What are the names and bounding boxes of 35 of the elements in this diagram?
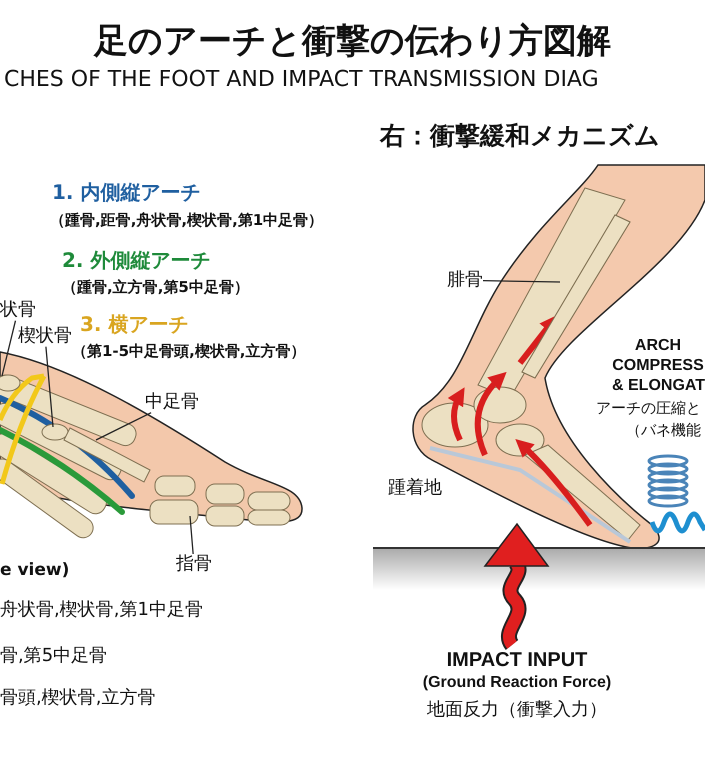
bone-label: 指骨 — [176, 554, 212, 575]
leader-line — [1, 320, 16, 376]
diagram-title: 足のアーチと衝撃の伝わり方図解 — [92, 22, 612, 62]
leader-line — [189, 516, 194, 554]
leader-line — [45, 346, 54, 428]
bone-list: （踵骨,距骨,舟状骨,楔状骨,第1中足骨） — [50, 212, 324, 230]
bone-list: 舟状骨,楔状骨,第1中足骨 — [0, 600, 203, 621]
mechanism-label: ARCH — [634, 337, 682, 356]
bone-list: （第1-5中足骨頭,楔状骨,立方骨） — [72, 343, 306, 360]
mechanism-label: COMPRESS — [612, 357, 704, 376]
bone-list: 骨,第5中足骨 — [0, 646, 108, 667]
mechanism-label: アーチの圧縮と — [596, 400, 701, 418]
bone-list: （踵骨,立方骨,第5中足骨） — [62, 279, 249, 296]
mechanism-label: （バネ機能 — [626, 422, 701, 440]
bone-drawing — [0, 374, 20, 392]
impact-label: IMPACT INPUT — [446, 649, 588, 672]
bone-drawing — [150, 500, 198, 524]
bone-label: 中足骨 — [145, 392, 199, 413]
arch-heading: 2. 外側縦アーチ — [62, 249, 210, 272]
bone-drawing — [42, 424, 68, 440]
phase-label: 踵着地 — [388, 478, 442, 499]
bone-label: 状骨 — [0, 300, 36, 321]
subtitle: CHES OF THE FOOT AND IMPACT TRANSMISSION DIAG — [4, 67, 599, 92]
mechanism-label: & ELONGAT — [612, 377, 704, 396]
section-heading: 右：衝撃緩和メカニズム — [380, 122, 660, 151]
arch-heading: 3. 横アーチ — [80, 313, 188, 336]
arch-heading: 1. 内側縦アーチ — [52, 181, 200, 204]
leader-line — [482, 280, 560, 283]
bone-drawing — [63, 427, 151, 483]
bone-label: 腓骨 — [447, 270, 483, 291]
view-caption: e view) — [0, 561, 70, 581]
bone-list: 骨頭,楔状骨,立方骨 — [0, 688, 156, 709]
impact-label: 地面反力（衝撃入力） — [426, 699, 608, 720]
bone-label: 楔状骨 — [18, 326, 72, 347]
impact-label: (Ground Reaction Force) — [422, 674, 612, 692]
